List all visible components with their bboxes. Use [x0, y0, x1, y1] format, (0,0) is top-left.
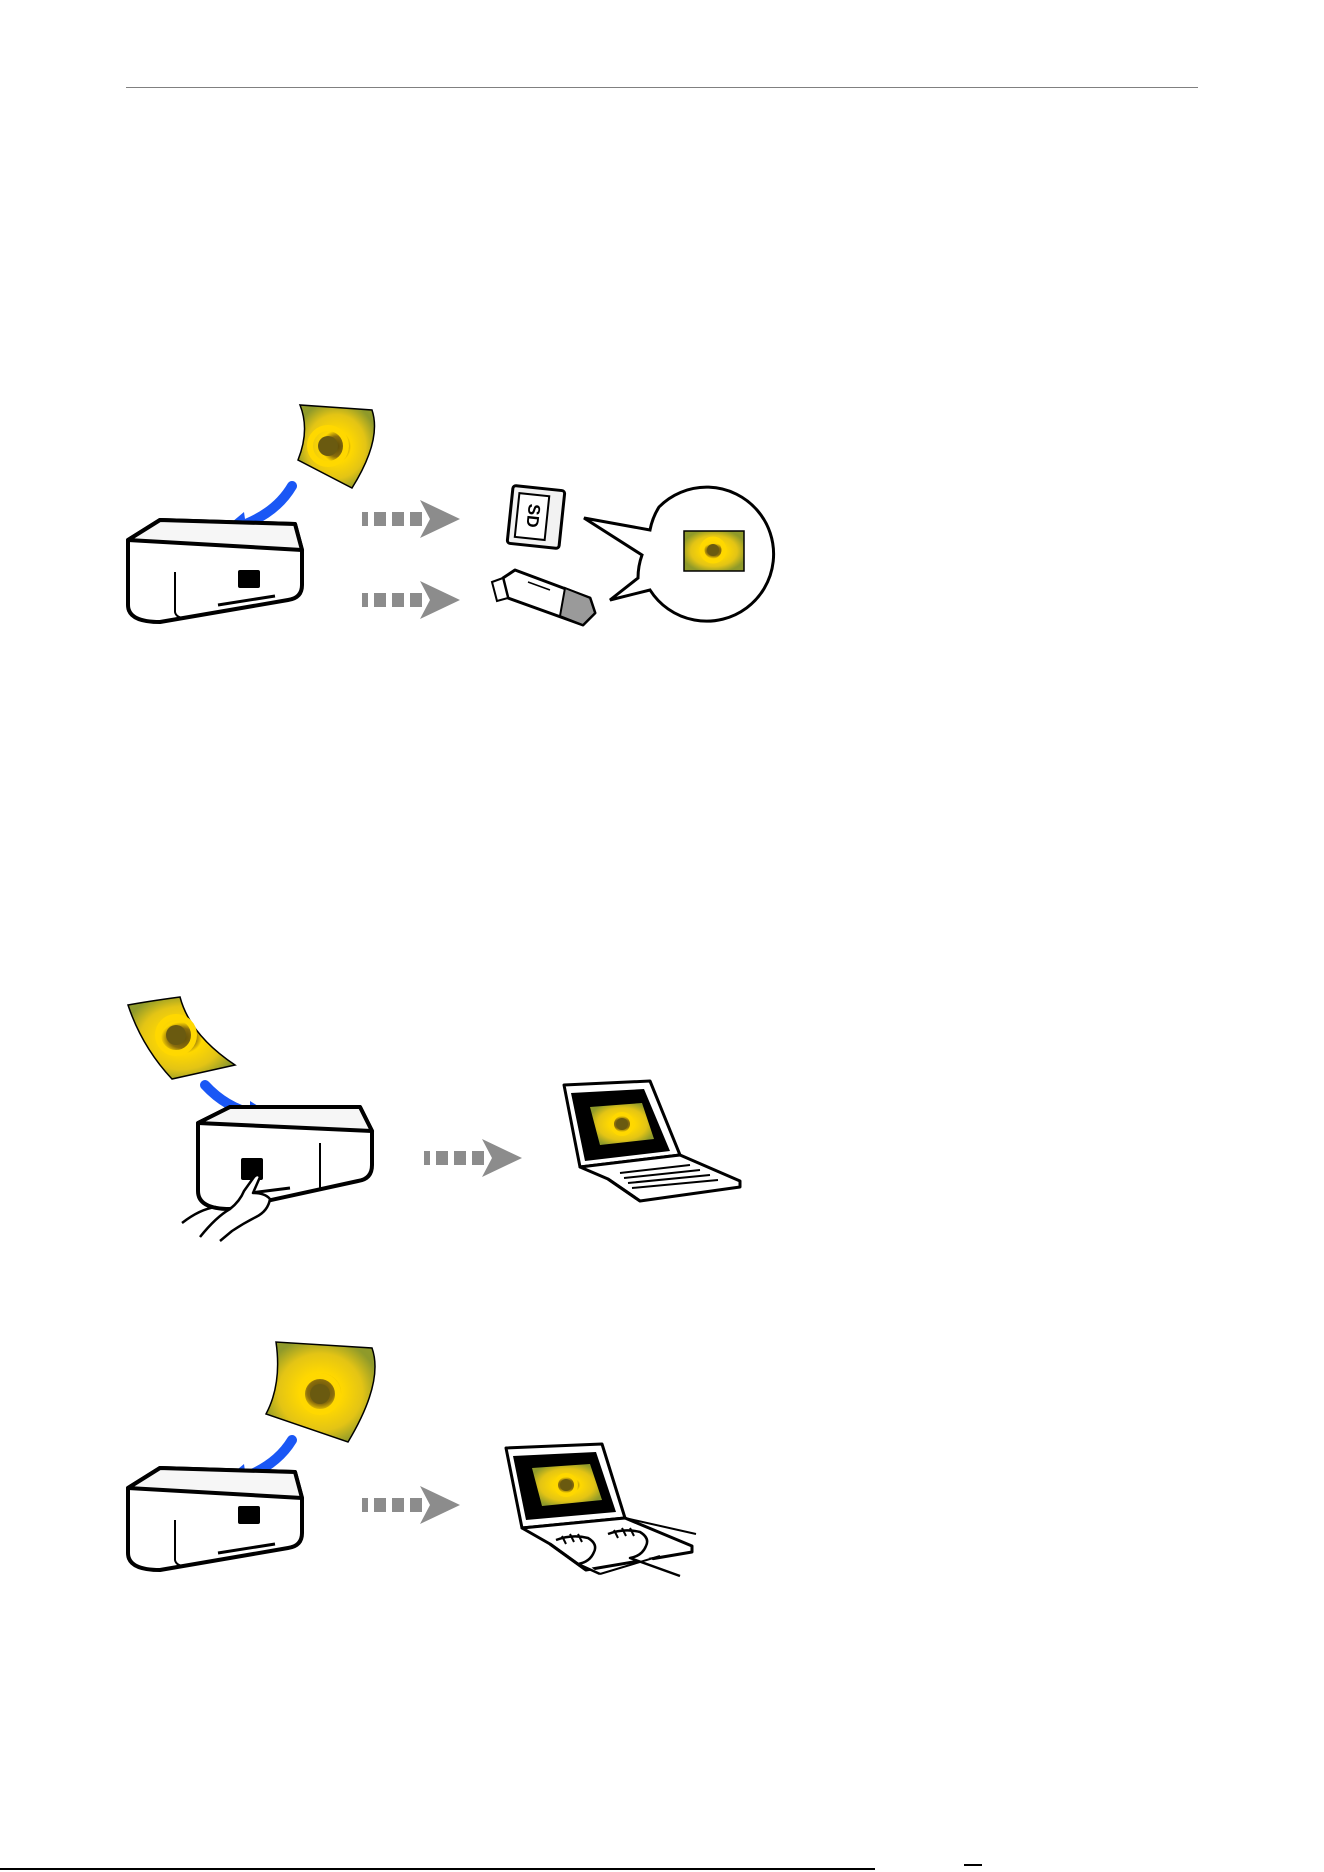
- photo-on-screen-icon: [532, 1464, 602, 1506]
- sd-card-icon: SD: [507, 485, 565, 548]
- figure-scan-from-computer: [120, 1338, 700, 1578]
- preview-callout: [584, 487, 774, 621]
- laptop-icon: [564, 1081, 740, 1201]
- footer-rule: [0, 1868, 875, 1870]
- footer-mark: [964, 1864, 982, 1866]
- scanner-icon: [128, 1468, 302, 1570]
- header-rule: [126, 87, 1198, 88]
- photo-document-icon: [128, 997, 235, 1079]
- sd-card-label: SD: [522, 503, 543, 528]
- flow-arrow-icon: [362, 581, 460, 619]
- figure-scan-to-memory-device: SD: [120, 400, 800, 630]
- photo-document-icon: [298, 405, 375, 488]
- scanner-icon: [198, 1107, 372, 1209]
- scanner-icon: [128, 520, 302, 622]
- laptop-icon: [506, 1444, 696, 1570]
- figure-scan-to-computer-from-control-panel: [120, 995, 760, 1245]
- photo-thumbnail-icon: [684, 531, 744, 571]
- flow-arrow-icon: [362, 1486, 460, 1524]
- flow-arrow-icon: [362, 500, 460, 538]
- flow-arrow-icon: [424, 1139, 522, 1177]
- usb-flash-drive-icon: [492, 570, 595, 625]
- photo-document-icon: [266, 1342, 375, 1442]
